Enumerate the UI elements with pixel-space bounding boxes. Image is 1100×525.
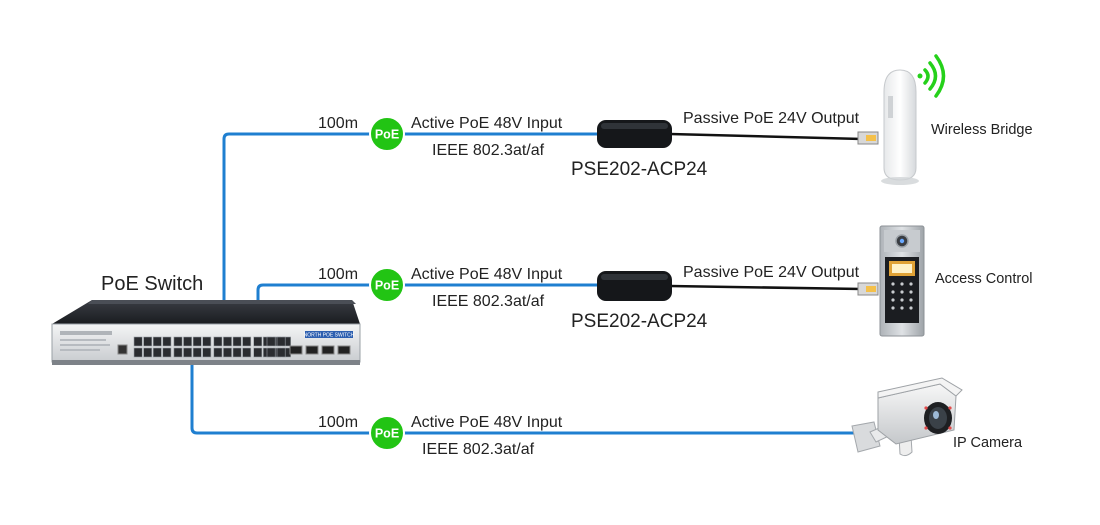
rj45-plug-1 [857, 131, 879, 145]
switch-port [183, 347, 192, 358]
cable-to-wireless-bridge [222, 132, 600, 338]
access-control-panel-icon [879, 225, 925, 337]
input-label-1: Active PoE 48V Input [411, 115, 563, 132]
keypad-key [891, 282, 895, 286]
switch-port [152, 347, 162, 358]
switch-port [232, 336, 242, 347]
cable-to-access-control [256, 283, 600, 338]
wifi-signal-icon [917, 54, 946, 98]
output-label-2: Passive PoE 24V Output [683, 264, 860, 281]
input-label-2: Active PoE 48V Input [411, 266, 563, 283]
switch-port [133, 347, 143, 358]
switch-port [133, 336, 143, 347]
input-label-3: Active PoE 48V Input [411, 414, 563, 431]
pse202-injector-2 [597, 271, 672, 301]
distance-label-3: 100m [318, 414, 358, 431]
output-label-1: Passive PoE 24V Output [683, 110, 860, 127]
keypad-key [900, 298, 904, 302]
switch-port [192, 336, 202, 347]
switch-port [242, 336, 252, 347]
switch-port [192, 347, 202, 358]
switch-port [183, 336, 192, 347]
switch-port [213, 336, 223, 347]
switch-uplink-port [276, 336, 286, 347]
switch-port [202, 347, 212, 358]
switch-port-grid [133, 336, 291, 358]
svg-text:PoE: PoE [375, 128, 399, 142]
switch-uplink-port [276, 347, 286, 358]
switch-port [232, 347, 242, 358]
keypad-key [891, 306, 895, 310]
pse202-injector-1 [597, 120, 672, 148]
switch-port [213, 347, 223, 358]
output-cable-1 [669, 132, 863, 141]
switch-port [242, 347, 252, 358]
switch-port [162, 336, 172, 347]
rj45-plug-2 [857, 282, 879, 296]
switch-port [162, 347, 172, 358]
switch-port [202, 336, 212, 347]
switch-port [143, 347, 153, 358]
standard-label-2: IEEE 802.3at/af [432, 293, 545, 310]
distance-label-1: 100m [318, 115, 358, 132]
switch-port [143, 336, 153, 347]
keypad-key [891, 290, 895, 294]
switch-brand-badge: NORTH POE SWITCH [304, 333, 355, 339]
switch-port [173, 336, 183, 347]
keypad-key [891, 298, 895, 302]
device-label-access-control: Access Control [935, 271, 1033, 287]
model-label-1: PSE202-ACP24 [571, 159, 708, 180]
switch-port [223, 347, 232, 358]
keypad-key [909, 298, 913, 302]
wireless-bridge-icon [881, 54, 946, 185]
poe-badge-2: PoE [369, 267, 405, 303]
access-keypad [891, 282, 913, 310]
output-cable-2 [669, 284, 863, 291]
keypad-key [909, 306, 913, 310]
switch-port [253, 347, 263, 358]
keypad-key [900, 282, 904, 286]
switch-port [152, 336, 162, 347]
standard-label-3: IEEE 802.3at/af [422, 441, 535, 458]
switch-port [173, 347, 183, 358]
switch-port [223, 336, 232, 347]
poe-switch: NORTH POE SWITCH [51, 300, 361, 365]
keypad-key [909, 282, 913, 286]
cable-to-ip-camera [190, 360, 862, 435]
switch-uplink-port [266, 336, 276, 347]
keypad-key [909, 290, 913, 294]
svg-text:PoE: PoE [375, 427, 399, 441]
switch-uplink-port [266, 347, 276, 358]
poe-badge-1: PoE [369, 116, 405, 152]
standard-label-1: IEEE 802.3at/af [432, 142, 545, 159]
model-label-2: PSE202-ACP24 [571, 311, 708, 332]
switch-port [253, 336, 263, 347]
distance-label-2: 100m [318, 266, 358, 283]
keypad-key [900, 290, 904, 294]
switch-label: PoE Switch [101, 273, 203, 295]
keypad-key [900, 306, 904, 310]
svg-text:PoE: PoE [375, 279, 399, 293]
device-label-wireless-bridge: Wireless Bridge [931, 122, 1033, 138]
device-label-ip-camera: IP Camera [953, 435, 1023, 451]
poe-badge-3: PoE [369, 415, 405, 451]
ip-camera-icon [851, 377, 963, 457]
